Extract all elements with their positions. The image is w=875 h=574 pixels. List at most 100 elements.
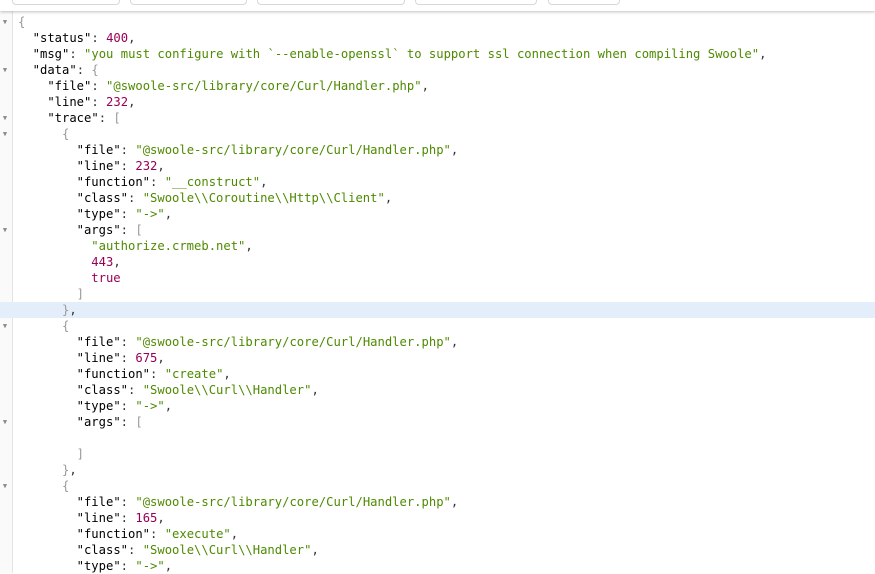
json-line: "authorize.crmeb.net", <box>0 238 875 254</box>
json-line: "status": 400, <box>0 30 875 46</box>
json-line-text: "class": "Swoole\\Coroutine\\Http\\Clien… <box>77 190 393 206</box>
json-line-text: "data": { <box>33 62 99 78</box>
colon: : <box>120 335 136 349</box>
json-key: type <box>83 559 114 573</box>
collapse-toggle-icon[interactable]: ▼ <box>2 18 8 26</box>
comma: , <box>164 399 173 413</box>
json-line-text: "line": 232, <box>47 94 135 110</box>
json-line: "type": "->", <box>0 558 875 574</box>
collapse-toggle-icon[interactable]: ▼ <box>2 66 8 74</box>
json-viewer: ▼ { "status": 400,"msg": "you must configu… <box>0 14 875 574</box>
json-key-quote: " <box>62 47 70 61</box>
json-key-quote: " <box>142 527 151 541</box>
json-key-quote: " <box>76 383 84 397</box>
json-line-text: "args": [ <box>77 222 143 238</box>
json-line: "msg": "you must configure with `--enabl… <box>0 46 875 62</box>
json-line: ▼"args": [ <box>0 414 875 430</box>
toolbar-button[interactable] <box>548 0 620 5</box>
json-key-quote: " <box>76 367 84 381</box>
json-line: "line": 232, <box>0 158 875 174</box>
json-key-quote: " <box>76 223 84 237</box>
json-line-text: "status": 400, <box>33 30 136 46</box>
json-key: line <box>83 351 114 365</box>
comma: , <box>157 351 165 365</box>
json-line: "line": 675, <box>0 350 875 366</box>
toolbar-button[interactable] <box>415 0 537 5</box>
json-line-text: "file": "@swoole-src/library/core/Curl/H… <box>77 494 459 510</box>
json-line: "class": "Swoole\\Curl\\Handler", <box>0 382 875 398</box>
json-string-value: "Swoole\\Curl\\Handler" <box>142 543 312 557</box>
json-key-quote: " <box>113 159 121 173</box>
json-line-text: "file": "@swoole-src/library/core/Curl/H… <box>77 334 459 350</box>
toolbar-button[interactable] <box>130 0 247 5</box>
json-string-value: "@swoole-src/library/core/Curl/Handler.p… <box>135 143 451 157</box>
json-number-value: 165 <box>135 511 158 525</box>
toolbar-button[interactable] <box>257 0 405 5</box>
json-line-text: "type": "->", <box>77 558 172 574</box>
comma: , <box>421 79 429 93</box>
json-line: "line": 232, <box>0 94 875 110</box>
collapse-toggle-icon[interactable]: ▼ <box>2 226 8 234</box>
json-line-text: { <box>62 478 69 494</box>
json-key: trace <box>54 111 92 125</box>
json-key-quote: " <box>120 543 128 557</box>
colon: : <box>128 383 143 397</box>
json-key-quote: " <box>32 31 40 45</box>
colon: : <box>120 511 136 525</box>
json-key: file <box>83 335 114 349</box>
json-line: ▼"trace": [ <box>0 110 875 126</box>
json-line-text: "function": "__construct", <box>77 174 268 190</box>
json-line: "file": "@swoole-src/library/core/Curl/H… <box>0 78 875 94</box>
json-key-quote: " <box>113 351 121 365</box>
json-line-text: { <box>62 318 69 334</box>
collapse-toggle-icon[interactable]: ▼ <box>2 482 8 490</box>
comma: , <box>245 239 253 253</box>
comma: , <box>230 527 239 541</box>
collapse-toggle-icon[interactable]: ▼ <box>2 114 8 122</box>
json-string-value: "->" <box>135 559 165 573</box>
comma: , <box>223 367 231 381</box>
json-key-quote: " <box>47 111 55 125</box>
json-line: "function": "__construct", <box>0 174 875 190</box>
json-string-value: "->" <box>135 207 165 221</box>
json-line-text: ] <box>77 446 84 462</box>
collapse-toggle-icon[interactable]: ▼ <box>2 418 8 426</box>
json-string-value: "@swoole-src/library/core/Curl/Handler.p… <box>135 335 451 349</box>
json-string-value: "@swoole-src/library/core/Curl/Handler.p… <box>106 79 422 93</box>
json-line-text: ] <box>77 286 84 302</box>
colon: : <box>98 111 114 125</box>
open-bracket: [ <box>113 111 121 125</box>
colon: : <box>91 79 107 93</box>
comma: , <box>311 383 319 397</box>
json-line-text: "file": "@swoole-src/library/core/Curl/H… <box>77 142 459 158</box>
json-key: args <box>83 223 114 237</box>
comma: , <box>450 143 459 157</box>
colon: : <box>91 31 107 45</box>
collapse-toggle-icon[interactable]: ▼ <box>2 322 8 330</box>
json-key-quote: " <box>120 383 128 397</box>
colon: : <box>120 143 136 157</box>
json-line: "line": 165, <box>0 510 875 526</box>
json-number-value: 400 <box>106 31 129 45</box>
toolbar-button[interactable] <box>12 0 120 5</box>
json-key-quote: " <box>76 175 84 189</box>
json-line-text: }, <box>62 302 77 318</box>
json-number-value: true <box>91 271 121 285</box>
collapse-toggle-icon[interactable]: ▼ <box>2 130 8 138</box>
json-key-quote: " <box>113 223 121 237</box>
json-number-value: 443 <box>91 255 114 269</box>
json-key: file <box>83 143 114 157</box>
json-key-quote: " <box>113 399 121 413</box>
comma: , <box>311 543 319 557</box>
json-line-text: "line": 232, <box>77 158 165 174</box>
comma: , <box>450 495 459 509</box>
json-line: }, <box>0 302 875 318</box>
json-string-value: "execute" <box>164 527 231 541</box>
json-string-value: "@swoole-src/library/core/Curl/Handler.p… <box>135 495 451 509</box>
json-line: ] <box>0 446 875 462</box>
json-key-quote: " <box>76 143 84 157</box>
json-key-quote: " <box>113 495 121 509</box>
open-bracket: { <box>61 479 70 493</box>
json-key-quote: " <box>142 175 151 189</box>
json-line: 443, <box>0 254 875 270</box>
